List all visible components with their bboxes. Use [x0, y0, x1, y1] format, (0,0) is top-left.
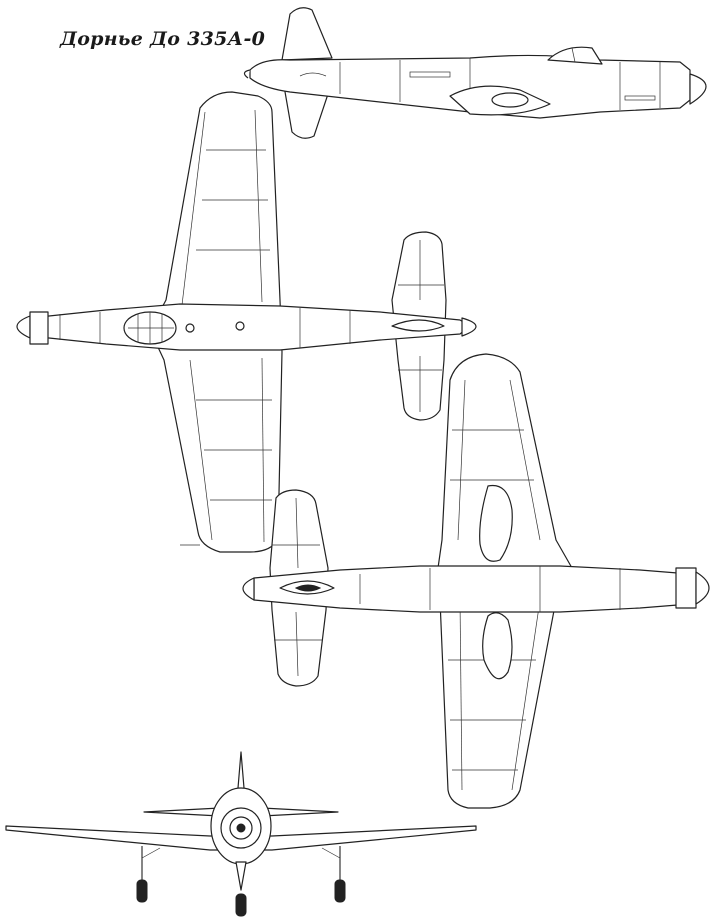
front-view — [5, 751, 477, 917]
top-view — [16, 91, 477, 553]
bottom-view — [242, 353, 710, 809]
drawing-title: Дорнье До 335А-0 — [60, 28, 266, 50]
side-view — [243, 7, 707, 139]
